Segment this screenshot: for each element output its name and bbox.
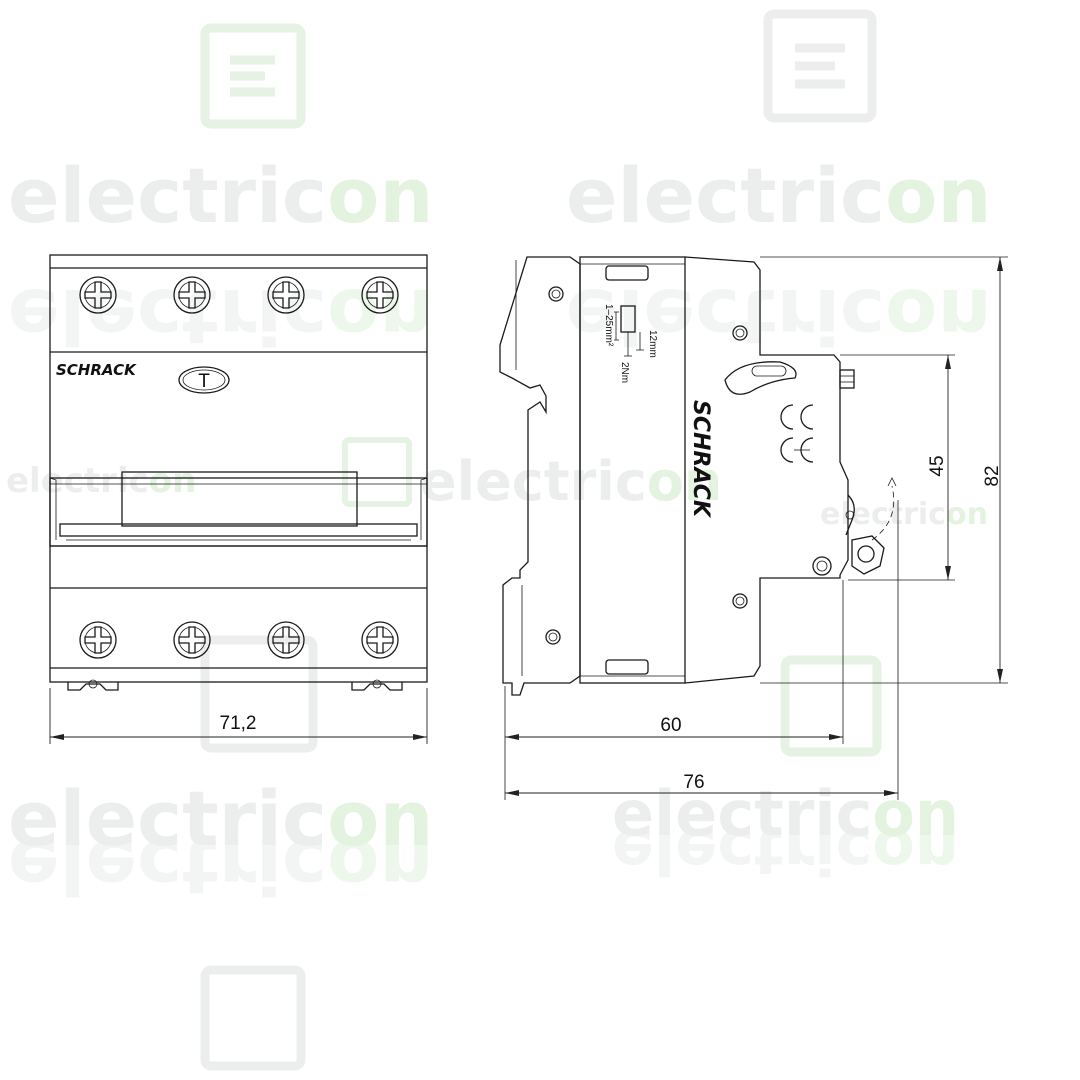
watermark-text-mirror: electricon [8, 272, 433, 361]
front-height-label: 45 [927, 455, 948, 476]
brand-logo: SCHRACK [56, 361, 137, 379]
rear-din-clip [499, 256, 581, 696]
watermark-text: electricon [8, 774, 433, 863]
watermark-text: electricon [612, 777, 959, 850]
side-view: 1–25mm² 12mm 2Nm SCHRACK 82 45 [499, 256, 1008, 800]
watermark-logo-icon [763, 9, 877, 123]
latch-slot [724, 361, 797, 395]
watermark-text: electricon [566, 151, 991, 240]
height-label: 82 [982, 465, 1003, 486]
ce-mark-icon [780, 404, 814, 463]
terminal-screw-icon [361, 621, 399, 659]
test-button: T [178, 366, 230, 394]
terminal-screw-icon [79, 621, 117, 659]
strip-length-label: 12mm [647, 330, 658, 358]
terminal-screw-icon [173, 621, 211, 659]
terminal-screw-icon [79, 276, 117, 314]
watermark-layer: electricon electricon electricon electri… [6, 9, 991, 1071]
watermark-text: electricon [8, 151, 433, 240]
depth-dimension-76: 76 [505, 500, 899, 800]
depth-60-label: 60 [660, 715, 681, 736]
front-section [684, 256, 849, 684]
watermark-logo-icon [200, 23, 306, 129]
front-view: SCHRACK T [49, 254, 428, 744]
terminal-screw-icon [361, 276, 399, 314]
torque-label: 2Nm [619, 362, 630, 383]
slot-top [605, 265, 649, 281]
slot-bottom [605, 659, 649, 675]
terminal-screw-icon [267, 621, 305, 659]
test-knob [839, 369, 855, 389]
rivet-hole [812, 556, 832, 576]
wire-cross-section-label: 1–25mm² [603, 304, 614, 347]
terminal-screws-bottom [79, 621, 399, 659]
rivet-hole [545, 629, 561, 645]
watermark-text-mirror: electricon [612, 815, 959, 888]
watermark-text: electricon [420, 450, 722, 513]
width-dimension: 71,2 [49, 688, 428, 744]
watermark-text-mirror: electricon [8, 822, 433, 911]
watermark-text-mirror: electricon [566, 272, 991, 361]
width-label: 71,2 [220, 713, 257, 734]
side-brand-logo: SCHRACK [688, 400, 713, 519]
front-height-dimension: 45 [840, 354, 955, 581]
toggle-handle [49, 471, 428, 547]
rivet-hole [548, 286, 564, 302]
toggle-lever [845, 477, 897, 575]
wire-connection-info: 1–25mm² 12mm 2Nm [603, 304, 658, 383]
rivet-hole [732, 593, 748, 609]
depth-76-label: 76 [683, 772, 704, 793]
watermark-text: electricon [820, 497, 988, 532]
watermark-text: electricon [6, 461, 196, 501]
terminal-screws-top [79, 276, 399, 314]
front-housing [49, 254, 428, 683]
test-button-label: T [198, 371, 210, 392]
height-dimension: 82 [760, 256, 1008, 684]
watermark-logo-icon [200, 635, 882, 1071]
terminal-screw-icon [173, 276, 211, 314]
center-body [579, 256, 686, 684]
din-clips [67, 679, 403, 691]
rivet-hole [732, 325, 748, 341]
terminal-screw-icon [267, 276, 305, 314]
depth-dimension-60: 60 [504, 580, 844, 800]
